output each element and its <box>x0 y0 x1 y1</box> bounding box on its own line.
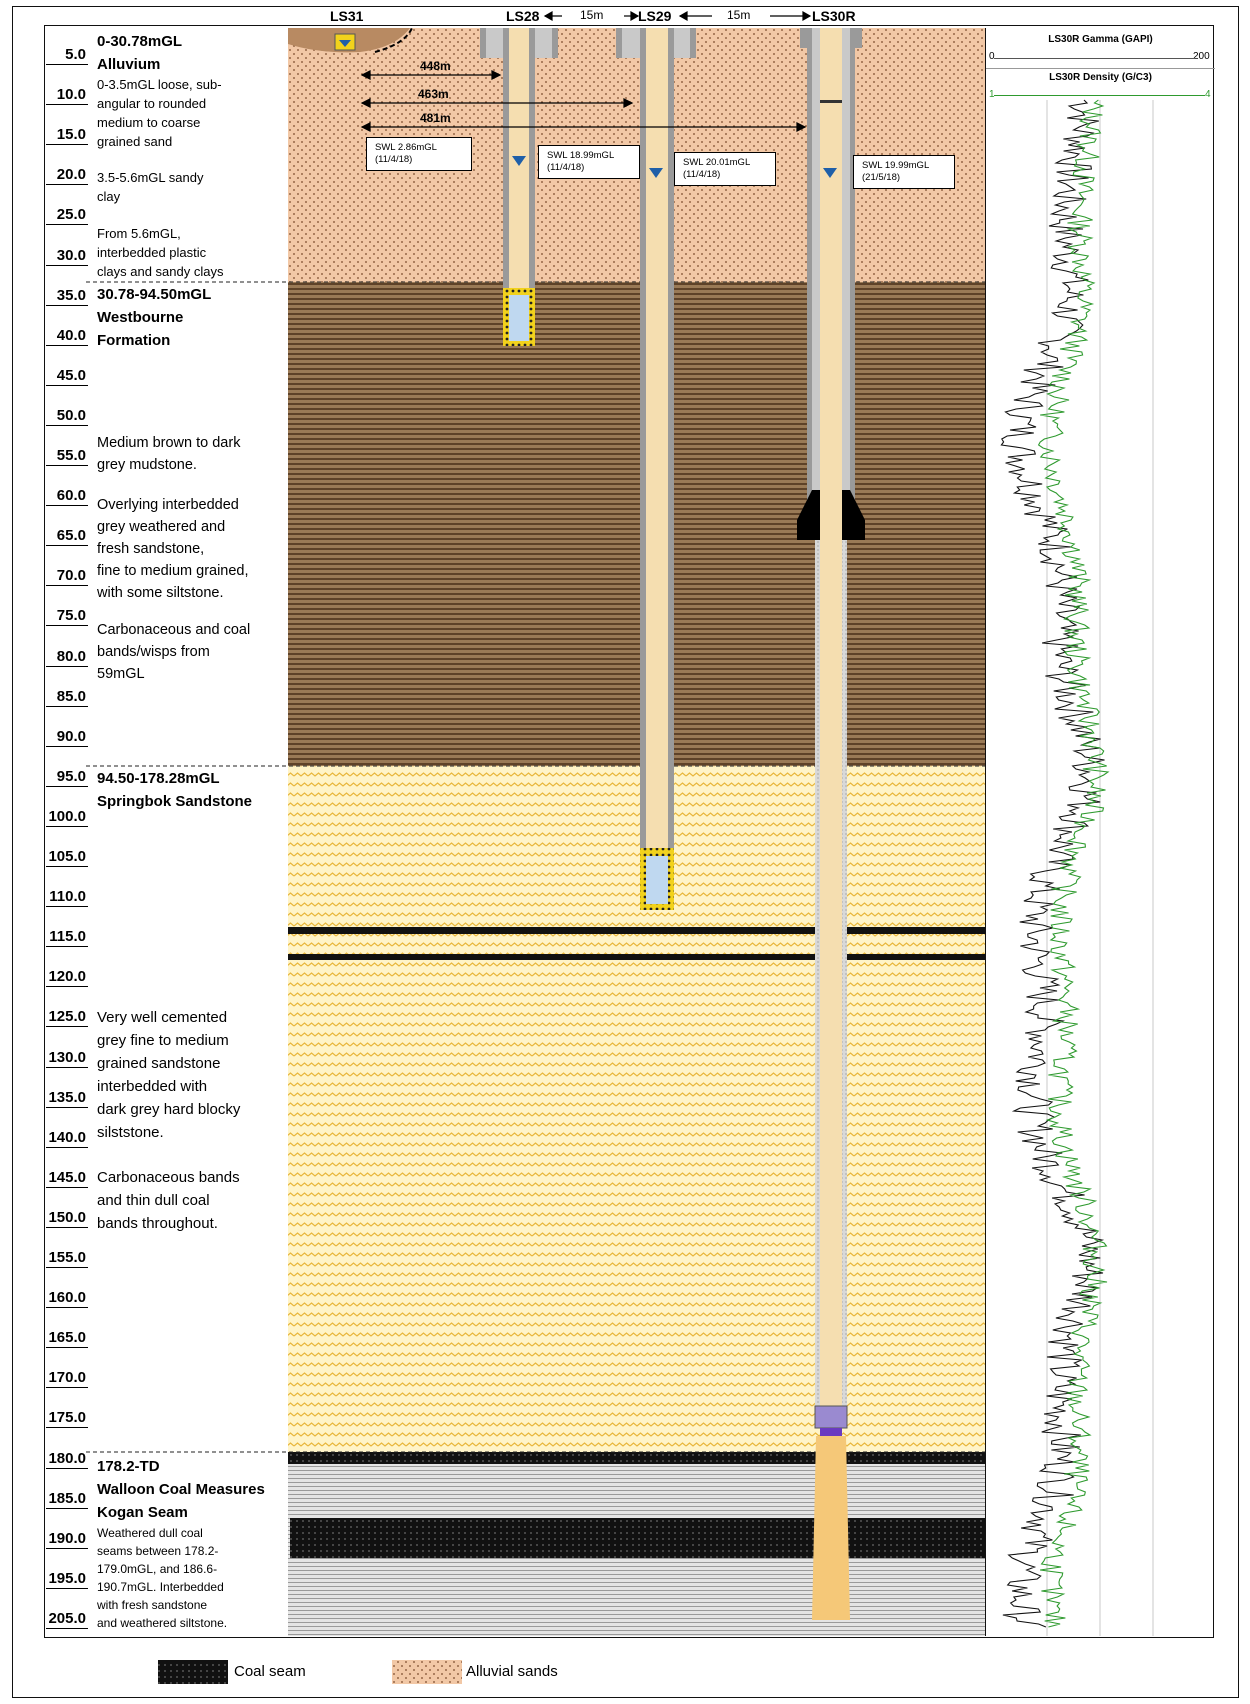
density-max: 4 <box>1205 89 1211 100</box>
well-label-ls28: LS28 <box>506 8 540 24</box>
coal-band-2 <box>288 954 985 960</box>
depth-label: 85.0 <box>44 688 88 707</box>
gamma-max: 200 <box>1193 51 1210 62</box>
swl-ls29: SWL 20.01mGL (11/4/18) <box>674 152 776 186</box>
westbourne-desc-3: Carbonaceous and coal bands/wisps from 5… <box>97 622 251 682</box>
depth-label: 115.0 <box>44 928 88 948</box>
depth-label: 10.0 <box>44 86 88 106</box>
gamma-min: 0 <box>989 51 995 62</box>
log-curves <box>1000 99 1154 1636</box>
density-curve <box>1037 99 1110 1628</box>
depth-label: 145.0 <box>44 1169 88 1188</box>
depth-label: 55.0 <box>44 447 88 466</box>
westbourne-desc-1: Medium brown to dark grey mudstone. <box>97 435 241 473</box>
depth-label: 140.0 <box>44 1129 88 1148</box>
walloon-upper-coal <box>288 1452 985 1464</box>
walloon-lower-coal <box>290 1518 985 1558</box>
alluvium-desc-3: From 5.6mGL, interbedded plastic clays a… <box>97 226 224 279</box>
walloon-desc: Weathered dull coal seams between 178.2-… <box>97 1526 228 1630</box>
springbok-header: 94.50-178.28mGL Springbok Sandstone <box>97 770 253 810</box>
depth-label: 195.0 <box>44 1570 88 1589</box>
depth-label: 165.0 <box>44 1329 88 1349</box>
well-label-ls29: LS29 <box>638 8 672 24</box>
depth-label: 170.0 <box>44 1369 88 1389</box>
log-header-divider <box>986 68 1215 69</box>
depth-label: 60.0 <box>44 487 88 507</box>
depth-label: 100.0 <box>44 808 88 827</box>
density-min: 1 <box>989 89 995 100</box>
gamma-title: LS30R Gamma (GAPI) <box>1048 34 1153 45</box>
spacing-ls28-ls29: 15m <box>580 8 604 22</box>
depth-label: 40.0 <box>44 327 88 346</box>
depth-label: 80.0 <box>44 648 88 667</box>
westbourne-layer <box>288 282 985 766</box>
depth-label: 150.0 <box>44 1209 88 1228</box>
depth-label: 75.0 <box>44 607 88 627</box>
legend-coal-swatch <box>158 1660 228 1684</box>
depth-label: 30.0 <box>44 247 88 266</box>
distance-448: 448m <box>420 59 451 73</box>
depth-label: 65.0 <box>44 527 88 547</box>
swl-ls31: SWL 2.86mGL (11/4/18) <box>366 137 472 171</box>
alluvium-desc-1: 0-3.5mGL loose, sub- angular to rounded … <box>97 77 222 149</box>
spacing-ls29-ls30r: 15m <box>727 8 751 22</box>
depth-label: 160.0 <box>44 1289 88 1309</box>
swl-ls28: SWL 18.99mGL (11/4/18) <box>538 145 640 179</box>
density-title: LS30R Density (G/C3) <box>1049 72 1152 83</box>
depth-label: 90.0 <box>44 728 88 747</box>
springbok-desc-2: Carbonaceous bands and thin dull coal ba… <box>97 1169 240 1232</box>
depth-label: 205.0 <box>44 1610 88 1629</box>
depth-label: 20.0 <box>44 166 88 186</box>
depth-label: 180.0 <box>44 1450 88 1469</box>
depth-label: 50.0 <box>44 407 88 426</box>
depth-label: 25.0 <box>44 206 88 226</box>
depth-label: 135.0 <box>44 1089 88 1108</box>
depth-label: 125.0 <box>44 1008 88 1028</box>
swl-ls30r: SWL 19.99mGL (21/5/18) <box>853 155 955 189</box>
depth-label: 105.0 <box>44 848 88 867</box>
alluvium-desc-2: 3.5-5.6mGL sandy clay <box>97 170 204 204</box>
westbourne-header: 30.78-94.50mGL Westbourne Formation <box>97 286 212 349</box>
well-label-ls31: LS31 <box>330 8 364 24</box>
depth-label: 185.0 <box>44 1490 88 1509</box>
depth-label: 15.0 <box>44 126 88 146</box>
ls30r-well <box>797 28 865 1620</box>
coal-band-1 <box>288 927 985 934</box>
springbok-layer <box>288 766 985 1452</box>
distance-481: 481m <box>420 111 451 125</box>
log-box <box>44 25 1214 1638</box>
ls28-well <box>480 28 558 346</box>
gamma-scale-line <box>994 58 1195 59</box>
depth-label: 130.0 <box>44 1049 88 1068</box>
depth-label: 35.0 <box>44 287 88 306</box>
density-scale-line <box>994 95 1205 96</box>
well-label-ls30r: LS30R <box>812 8 856 24</box>
ls29-well <box>616 28 696 910</box>
depth-label: 70.0 <box>44 567 88 587</box>
westbourne-desc-2: Overlying interbedded grey weathered and… <box>97 497 249 601</box>
depth-label: 5.0 <box>44 46 88 65</box>
wireline-log-panel: LS30R Gamma (GAPI) 0 200 LS30R Density (… <box>985 28 1215 1636</box>
depth-label: 95.0 <box>44 768 88 787</box>
depth-label: 110.0 <box>44 888 88 908</box>
depth-label: 155.0 <box>44 1249 88 1268</box>
legend-alluvial-label: Alluvial sands <box>466 1663 558 1680</box>
springbok-desc-1: Very well cemented grey fine to medium g… <box>97 1009 241 1141</box>
depth-label: 45.0 <box>44 367 88 386</box>
figure-frame <box>12 6 1239 1698</box>
legend-coal-label: Coal seam <box>234 1663 306 1680</box>
depth-label: 190.0 <box>44 1530 88 1549</box>
alluvium-header: 0-30.78mGL Alluvium <box>97 33 183 73</box>
walloon-header: 178.2-TD Walloon Coal Measures Kogan Sea… <box>97 1458 265 1521</box>
gamma-curve <box>1000 99 1105 1628</box>
legend-alluvial-swatch <box>392 1660 462 1684</box>
depth-label: 120.0 <box>44 968 88 988</box>
depth-label: 175.0 <box>44 1409 88 1429</box>
distance-463: 463m <box>418 87 449 101</box>
